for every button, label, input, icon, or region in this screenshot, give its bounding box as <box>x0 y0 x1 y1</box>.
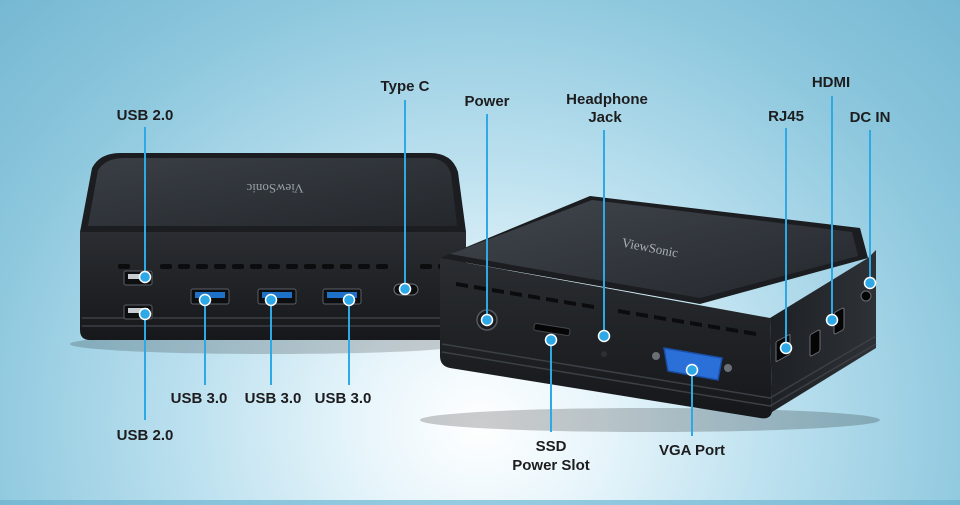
label-usb20-top: USB 2.0 <box>116 107 174 124</box>
vent-slots-right <box>456 282 756 336</box>
hdmi-port-1 <box>809 329 821 357</box>
front-panel <box>80 232 466 340</box>
ssd-slot <box>533 323 571 336</box>
right-mini-pc: ViewSonic <box>420 196 880 432</box>
label-hdmi: HDMI <box>811 74 851 91</box>
label-usb20-bottom: USB 2.0 <box>116 427 174 444</box>
dc-in-port <box>860 290 872 302</box>
label-usb30-a: USB 3.0 <box>170 390 228 407</box>
label-rj45: RJ45 <box>768 108 804 125</box>
brand-logo: ViewSonic <box>246 181 303 196</box>
left-mini-pc: ViewSonic <box>70 153 470 354</box>
label-headphone-line2: Jack <box>588 109 622 126</box>
top-panel <box>450 200 858 298</box>
callout-lines <box>138 96 877 436</box>
top-panel <box>88 158 457 226</box>
label-vga: VGA Port <box>658 442 726 459</box>
label-dc-in: DC IN <box>849 109 891 126</box>
label-ssd-line2: Power Slot <box>512 457 590 474</box>
label-headphone-line1: Headphone <box>566 91 648 108</box>
side-panel <box>770 250 876 412</box>
label-usb30-b: USB 3.0 <box>244 390 302 407</box>
label-usb30-c: USB 3.0 <box>314 390 372 407</box>
vent-slots-left <box>118 264 450 269</box>
label-type-c: Type C <box>380 78 430 95</box>
label-power: Power <box>464 93 510 110</box>
label-ssd-line1: SSD <box>535 438 567 455</box>
